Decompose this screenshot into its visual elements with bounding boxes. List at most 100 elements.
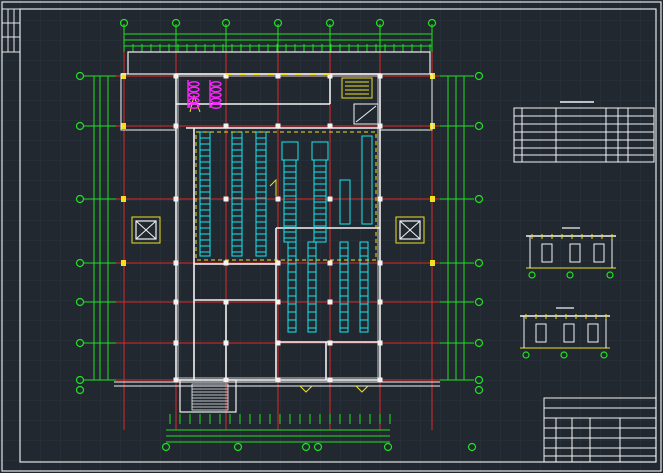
title-block-border <box>543 397 657 463</box>
axis-marker <box>121 123 126 129</box>
column <box>223 123 229 129</box>
column <box>275 299 281 305</box>
column <box>327 196 333 202</box>
toilet-fixture <box>188 81 200 87</box>
detail-inset <box>353 103 379 125</box>
stair-outline <box>191 383 229 411</box>
restroom-fixtures <box>187 80 222 109</box>
toilet-fixture <box>210 81 222 87</box>
axis-bubble-left <box>75 297 85 307</box>
axis-bubble-bottom <box>161 442 171 452</box>
axis-bubble-bottom <box>301 442 311 452</box>
axis-bubbles <box>75 18 484 452</box>
column <box>173 123 179 129</box>
window-opening <box>569 243 581 263</box>
axis-bubble-top <box>119 18 129 28</box>
equipment-rack <box>359 241 369 333</box>
column <box>173 196 179 202</box>
column <box>377 196 383 202</box>
equipment-racks <box>199 131 373 333</box>
axis-bubble-top <box>273 18 283 28</box>
axis-bubble-top <box>221 18 231 28</box>
axis-bubble-left <box>75 338 85 348</box>
column <box>377 299 383 305</box>
annotation-marks <box>189 73 377 393</box>
equipment-rack <box>287 241 297 333</box>
column <box>223 73 229 79</box>
column <box>275 73 281 79</box>
elevation-axis-bubble <box>560 351 568 359</box>
axis-bubble-left <box>75 375 85 385</box>
axis-bubble-right <box>474 258 484 268</box>
elevation-axis-bubble <box>600 351 608 359</box>
drawing-schedule-table <box>513 101 655 163</box>
column <box>327 123 333 129</box>
elevation-axis-bubble <box>528 271 536 279</box>
staircase-icon <box>191 383 229 411</box>
toilet-fixture <box>188 86 200 93</box>
column <box>223 340 229 346</box>
elevation-axis-bubble <box>522 351 530 359</box>
column <box>327 73 333 79</box>
column <box>223 377 229 383</box>
column <box>223 299 229 305</box>
window-opening <box>541 243 553 263</box>
axis-marker <box>121 196 126 202</box>
elevator-icon <box>131 216 425 244</box>
dimension-lines <box>84 24 474 443</box>
building-elevations <box>520 227 616 359</box>
column <box>223 196 229 202</box>
window-opening <box>587 323 599 343</box>
axis-marker <box>430 196 435 202</box>
toilet-fixture <box>210 103 222 109</box>
column <box>275 340 281 346</box>
title-block <box>543 397 657 463</box>
axis-bubble-left <box>75 71 85 81</box>
window-opening <box>563 323 575 343</box>
column <box>327 377 333 383</box>
axis-bubble-top <box>171 18 181 28</box>
equipment-rack <box>307 241 317 333</box>
equipment-rack <box>339 241 349 333</box>
column <box>173 299 179 305</box>
column <box>223 260 229 266</box>
column <box>173 73 179 79</box>
column <box>173 340 179 346</box>
column <box>377 340 383 346</box>
axis-bubble-left <box>75 258 85 268</box>
equipment-rack <box>313 159 327 243</box>
column <box>377 123 383 129</box>
axis-bubble-top <box>325 18 335 28</box>
equipment-rack <box>339 179 351 225</box>
toilet-fixture <box>188 97 200 104</box>
column <box>327 340 333 346</box>
axis-bubble-left <box>75 121 85 131</box>
axis-bubble-left <box>75 194 85 204</box>
axis-bubble-bottom <box>383 442 393 452</box>
axis-marker <box>430 260 435 266</box>
equipment-rack <box>361 135 373 225</box>
table-border <box>513 107 655 163</box>
axis-bubble-right <box>474 385 484 395</box>
toilet-fixture <box>188 92 200 98</box>
toilet-fixture <box>188 103 200 109</box>
binding-strip <box>1 8 21 53</box>
column <box>275 123 281 129</box>
column <box>173 260 179 266</box>
column <box>173 377 179 383</box>
axis-bubble-bottom <box>467 442 477 452</box>
toilet-fixture <box>210 97 222 104</box>
axis-marker <box>121 260 126 266</box>
column <box>327 260 333 266</box>
axis-bubble-right <box>474 375 484 385</box>
axis-bubble-left <box>75 385 85 395</box>
toilet-fixture <box>210 86 222 93</box>
axis-bubble-top <box>375 18 385 28</box>
axis-bubble-right <box>474 71 484 81</box>
equipment-rack <box>231 131 243 257</box>
axis-bubble-right <box>474 121 484 131</box>
axis-marker <box>121 73 126 79</box>
window-opening <box>593 243 605 263</box>
